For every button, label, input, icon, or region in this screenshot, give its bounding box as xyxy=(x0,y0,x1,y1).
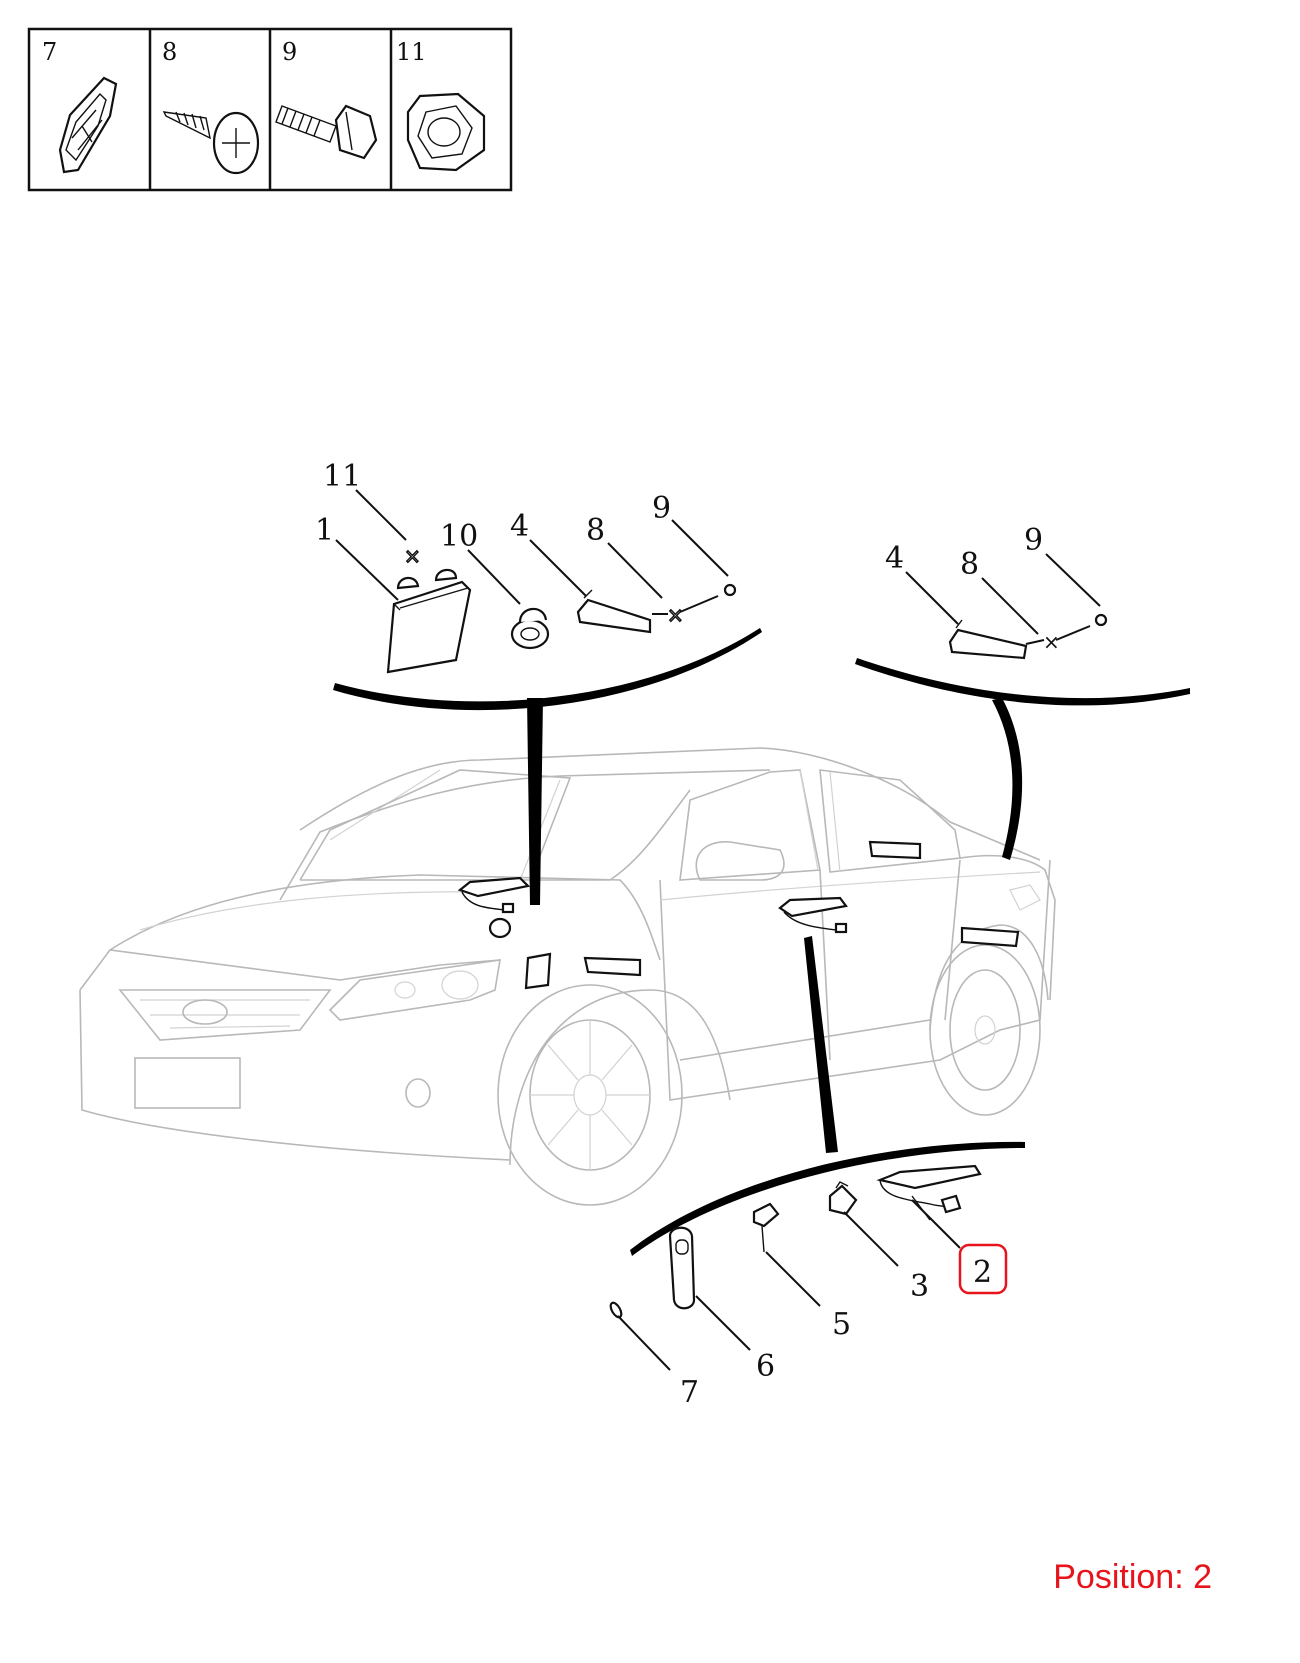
svg-text:×: × xyxy=(404,544,421,568)
callout-1-front: 1 xyxy=(315,513,334,548)
nut-icon xyxy=(406,92,486,172)
legend-number-8: 8 xyxy=(162,38,177,66)
clip-part-3 xyxy=(828,1181,858,1216)
callout-10-front: 10 xyxy=(440,519,478,554)
antenna-part-4-front xyxy=(576,589,652,634)
legend-number-9: 9 xyxy=(282,38,297,66)
door-detail xyxy=(609,1164,982,1371)
front-detail: × × xyxy=(335,489,737,674)
handle-cover-part-6 xyxy=(668,1226,696,1310)
callout-3-door: 3 xyxy=(910,1269,929,1304)
callout-11-front: 11 xyxy=(323,459,361,494)
callout-6-door: 6 xyxy=(756,1349,775,1384)
svg-text:×: × xyxy=(1043,630,1060,654)
callout-8-front: 8 xyxy=(586,513,605,548)
callout-5-door: 5 xyxy=(832,1307,851,1342)
callout-4-rear: 4 xyxy=(885,541,904,576)
bolt-icon xyxy=(275,104,378,160)
callout-4-front: 4 xyxy=(510,509,529,544)
svg-text:×: × xyxy=(667,603,684,627)
module-part-1 xyxy=(386,568,472,674)
antenna-part-4-rear xyxy=(948,619,1028,660)
detail-connectors xyxy=(333,628,1190,1256)
callout-labels: 11 1 10 4 8 9 4 8 9 2 3 5 6 7 xyxy=(315,459,1043,1410)
callout-9-front: 9 xyxy=(652,491,671,526)
pin-part-7 xyxy=(609,1301,623,1319)
screw-icon xyxy=(162,111,260,175)
callout-2-door: 2 xyxy=(973,1255,992,1290)
rear-detail: × xyxy=(905,553,1108,660)
legend-table: 7 8 9 11 xyxy=(27,27,513,192)
handle-antenna-part-2 xyxy=(876,1164,982,1221)
callout-7-door: 7 xyxy=(680,1375,699,1410)
clip-icon xyxy=(58,76,118,174)
legend-number-7: 7 xyxy=(42,38,57,66)
grommet-part-10 xyxy=(510,607,550,650)
highlight-box-part-2 xyxy=(958,1243,1008,1295)
callout-8-rear: 8 xyxy=(960,547,979,582)
fastener-part-5 xyxy=(752,1202,780,1253)
legend-number-11: 11 xyxy=(396,38,427,66)
position-label: Position: 2 xyxy=(1053,1558,1212,1596)
car-mounted-parts xyxy=(457,840,1020,990)
callout-9-rear: 9 xyxy=(1024,523,1043,558)
car-outline xyxy=(79,747,1056,1206)
